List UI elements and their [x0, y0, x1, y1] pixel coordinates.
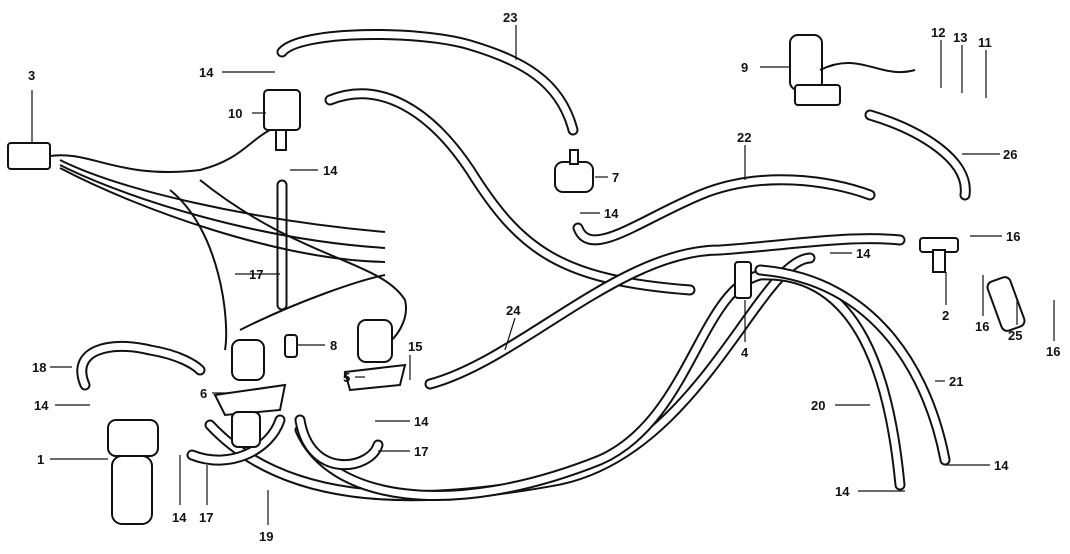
callout-22: 22 — [737, 130, 751, 145]
callout-4: 4 — [741, 345, 749, 360]
callout-17: 17 — [199, 510, 213, 525]
hose-17-lower — [186, 414, 384, 471]
wiring-harness — [7, 129, 407, 351]
hose-24 — [424, 233, 906, 390]
hose-18 — [76, 340, 206, 391]
callout-2: 2 — [942, 308, 949, 323]
callout-6: 6 — [200, 386, 207, 401]
part-1-filter — [107, 419, 159, 525]
components — [107, 34, 1026, 525]
callout-26: 26 — [1003, 147, 1017, 162]
callout-16: 16 — [1006, 229, 1020, 244]
callouts: 23 14 10 14 3 9 12 13 11 22 26 7 14 14 1… — [28, 10, 1060, 544]
callout-14: 14 — [34, 398, 49, 413]
callout-9: 9 — [741, 60, 748, 75]
hose-long-10-to-4 — [324, 88, 696, 296]
callout-17: 17 — [414, 444, 428, 459]
callout-18: 18 — [32, 360, 46, 375]
callout-10: 10 — [228, 106, 242, 121]
hose-20 — [204, 252, 816, 502]
part-5-valve — [343, 319, 407, 392]
callout-14: 14 — [994, 458, 1009, 473]
callout-14: 14 — [835, 484, 850, 499]
part-7-filter — [554, 149, 594, 193]
callout-16: 16 — [1046, 344, 1060, 359]
hose-23 — [276, 29, 579, 136]
part-25-sleeve — [986, 276, 1026, 332]
callout-23: 23 — [503, 10, 517, 25]
hoses — [76, 29, 971, 502]
callout-16: 16 — [975, 319, 989, 334]
callout-20: 20 — [811, 398, 825, 413]
hose-19 — [294, 269, 906, 501]
hose-21 — [754, 264, 951, 466]
callout-14: 14 — [414, 414, 429, 429]
callout-14: 14 — [199, 65, 214, 80]
callout-14: 14 — [856, 246, 871, 261]
callout-17: 17 — [249, 267, 263, 282]
hose-22 — [572, 174, 876, 246]
part-10-solenoid — [263, 89, 301, 151]
callout-11: 11 — [978, 35, 992, 50]
callout-7: 7 — [612, 170, 619, 185]
callout-1: 1 — [37, 452, 44, 467]
part-2-tee — [919, 237, 959, 273]
callout-14: 14 — [323, 163, 338, 178]
callout-25: 25 — [1008, 328, 1022, 343]
callout-13: 13 — [953, 30, 967, 45]
callout-15: 15 — [408, 339, 422, 354]
callout-8: 8 — [330, 338, 337, 353]
part-6-valve — [213, 339, 287, 448]
callout-3: 3 — [28, 68, 35, 83]
callout-24: 24 — [506, 303, 521, 318]
part-9-pump — [789, 34, 916, 106]
part-8-check-valve — [284, 334, 298, 358]
part-4-clamp — [734, 261, 752, 299]
callout-14: 14 — [172, 510, 187, 525]
hose-26 — [864, 109, 971, 201]
callout-14: 14 — [604, 206, 619, 221]
callout-19: 19 — [259, 529, 273, 544]
callout-5: 5 — [343, 370, 350, 385]
callout-12: 12 — [931, 25, 945, 40]
callout-21: 21 — [949, 374, 963, 389]
